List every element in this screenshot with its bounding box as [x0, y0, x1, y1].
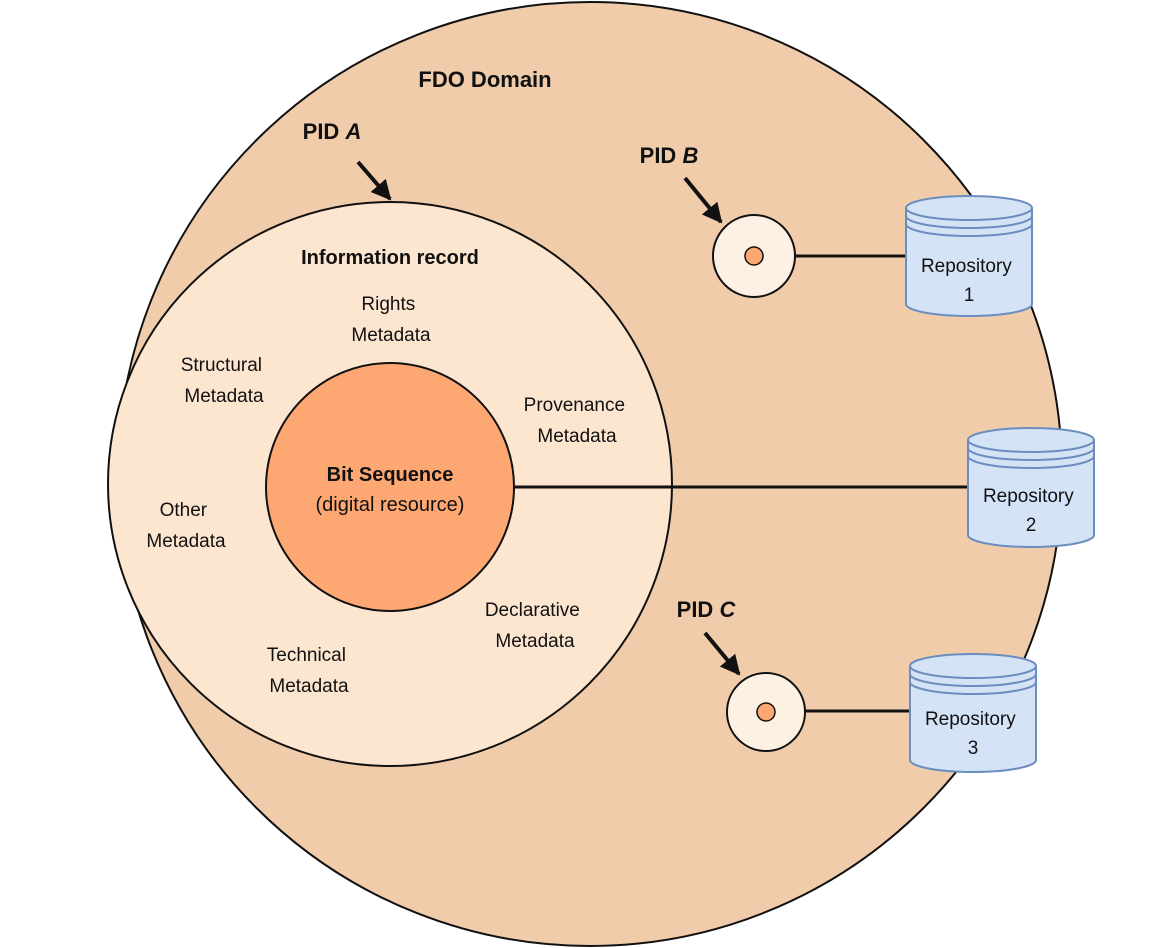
bit-sequence-subtitle: (digital resource): [316, 494, 465, 516]
pid-b-label: PID B: [640, 143, 699, 168]
pid-a-arrow: [356, 160, 392, 201]
pid-a-letter: A: [344, 119, 361, 144]
repository-1-label: Repository 1: [921, 256, 1017, 306]
pid-b-object-core: [744, 246, 764, 266]
declarative-metadata-label: Declarative Metadata: [485, 600, 585, 652]
pid-c-label: PID C: [677, 597, 737, 622]
other-metadata-label: Other Metadata: [146, 500, 226, 552]
repository-2-label: Repository 2: [983, 486, 1079, 536]
fdo-domain-title: FDO Domain: [418, 67, 551, 92]
pid-c-letter: C: [719, 597, 736, 622]
information-record-title: Information record: [301, 247, 479, 269]
pid-b-letter: B: [682, 143, 698, 168]
pid-c-object-core: [756, 702, 776, 722]
technical-metadata-label: Technical Metadata: [267, 645, 352, 697]
structural-metadata-label: Structural Metadata: [181, 355, 268, 407]
pid-a-prefix: PID: [303, 119, 340, 144]
repository-3-label: Repository 3: [925, 709, 1021, 759]
provenance-metadata-label: Provenance Metadata: [524, 395, 631, 447]
pid-b-arrow: [683, 176, 723, 224]
repository-2-cylinder: [967, 427, 1095, 548]
pid-a-label: PID A: [303, 119, 362, 144]
pid-b-prefix: PID: [640, 143, 677, 168]
rights-metadata-label: Rights Metadata: [351, 294, 431, 346]
pid-c-arrow: [703, 631, 741, 676]
repository-1-cylinder: [905, 195, 1033, 317]
bit-sequence-circle: [265, 362, 515, 612]
bit-sequence-title: Bit Sequence: [327, 464, 454, 486]
repository-3-cylinder: [909, 653, 1037, 773]
pid-c-prefix: PID: [677, 597, 714, 622]
